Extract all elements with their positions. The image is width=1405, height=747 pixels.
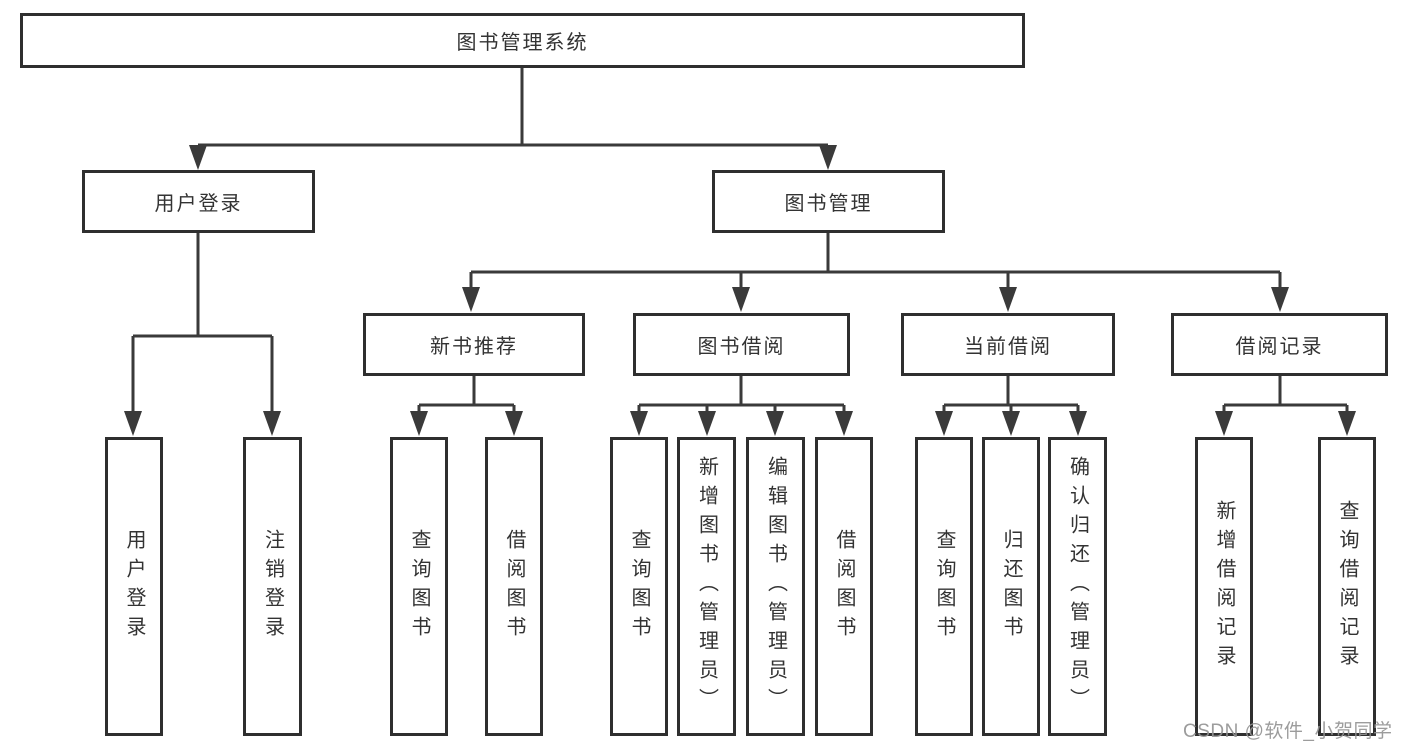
leaf-add-borrow-record: 新增借阅记录 xyxy=(1195,437,1253,736)
arrow-down-icon xyxy=(124,411,142,436)
node-user-login: 用户登录 xyxy=(82,170,315,233)
arrow-down-icon xyxy=(1215,411,1233,436)
leaf-edit-books-admin-label: 编辑图书（管理员） xyxy=(764,456,787,717)
arrow-down-icon xyxy=(263,411,281,436)
leaf-recommend-borrow-books-label: 借阅图书 xyxy=(503,528,525,645)
arrow-heads xyxy=(124,145,1356,436)
node-borrow-records: 借阅记录 xyxy=(1171,313,1388,376)
leaf-confirm-return-admin: 确认归还（管理员） xyxy=(1048,437,1107,736)
leaf-borrow-query-books-label: 查询图书 xyxy=(628,528,650,645)
leaf-recommend-query-books: 查询图书 xyxy=(390,437,448,736)
arrow-down-icon xyxy=(505,411,523,436)
arrow-down-icon xyxy=(732,287,750,312)
node-book-borrow: 图书借阅 xyxy=(633,313,850,376)
arrow-down-icon xyxy=(462,287,480,312)
arrow-down-icon xyxy=(1271,287,1289,312)
leaf-current-query-books: 查询图书 xyxy=(915,437,973,736)
leaf-add-books-admin: 新增图书（管理员） xyxy=(677,437,736,736)
tree-branch-lines xyxy=(131,68,1349,413)
arrow-down-icon xyxy=(835,411,853,436)
leaf-borrow-borrow-books-label: 借阅图书 xyxy=(833,528,855,645)
node-book-management: 图书管理 xyxy=(712,170,945,233)
arrow-down-icon xyxy=(935,411,953,436)
node-current-borrow-label: 当前借阅 xyxy=(964,336,1052,358)
node-borrow-records-label: 借阅记录 xyxy=(1235,336,1324,358)
leaf-user-login: 用户登录 xyxy=(105,437,163,736)
leaf-confirm-return-admin-label: 确认归还（管理员） xyxy=(1066,456,1089,717)
arrow-down-icon xyxy=(819,145,837,170)
arrow-down-icon xyxy=(410,411,428,436)
leaf-logout-label: 注销登录 xyxy=(261,528,284,645)
arrow-down-icon xyxy=(189,145,207,170)
leaf-user-login-label: 用户登录 xyxy=(123,528,145,645)
leaf-query-borrow-record-label: 查询借阅记录 xyxy=(1336,499,1358,674)
arrow-down-icon xyxy=(1002,411,1020,436)
node-root-label: 图书管理系统 xyxy=(456,32,589,54)
arrow-down-icon xyxy=(1338,411,1356,436)
node-new-book-recommend: 新书推荐 xyxy=(363,313,585,376)
leaf-add-books-admin-label: 新增图书（管理员） xyxy=(695,456,718,717)
node-book-borrow-label: 图书借阅 xyxy=(697,336,786,358)
leaf-return-books: 归还图书 xyxy=(982,437,1040,736)
node-book-management-label: 图书管理 xyxy=(784,193,873,215)
node-user-login-label: 用户登录 xyxy=(154,193,243,215)
leaf-add-borrow-record-label: 新增借阅记录 xyxy=(1213,499,1235,674)
leaf-recommend-borrow-books: 借阅图书 xyxy=(485,437,543,736)
node-root: 图书管理系统 xyxy=(20,13,1025,68)
node-current-borrow: 当前借阅 xyxy=(901,313,1115,376)
arrow-down-icon xyxy=(766,411,784,436)
leaf-query-borrow-record: 查询借阅记录 xyxy=(1318,437,1376,736)
leaf-recommend-query-books-label: 查询图书 xyxy=(408,528,430,645)
leaf-edit-books-admin: 编辑图书（管理员） xyxy=(746,437,805,736)
leaf-current-query-books-label: 查询图书 xyxy=(933,528,955,645)
leaf-borrow-borrow-books: 借阅图书 xyxy=(815,437,873,736)
leaf-borrow-query-books: 查询图书 xyxy=(610,437,668,736)
arrow-down-icon xyxy=(999,287,1017,312)
arrow-down-icon xyxy=(1069,411,1087,436)
leaf-logout: 注销登录 xyxy=(243,437,302,736)
csdn-watermark: CSDN @软件_小贺同学 xyxy=(1183,721,1393,742)
arrow-down-icon xyxy=(698,411,716,436)
leaf-return-books-label: 归还图书 xyxy=(1000,528,1022,645)
node-new-book-recommend-label: 新书推荐 xyxy=(430,336,518,358)
arrow-down-icon xyxy=(630,411,648,436)
